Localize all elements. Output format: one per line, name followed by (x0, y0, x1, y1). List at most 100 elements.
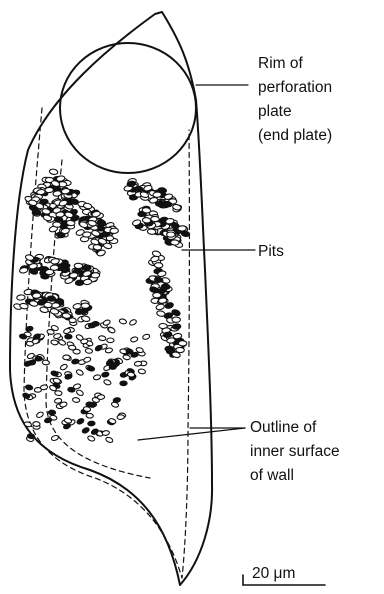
pit (45, 187, 54, 192)
pit (129, 319, 138, 327)
pit (88, 421, 96, 426)
pit (165, 218, 174, 224)
pit (98, 335, 106, 341)
pit (81, 427, 89, 434)
pit (52, 222, 61, 228)
pit (83, 279, 92, 285)
pit (58, 339, 67, 346)
pit (117, 414, 125, 419)
pit (51, 339, 59, 345)
pit (76, 389, 85, 397)
scale-bar-label: 20 μm (252, 565, 295, 582)
pit (36, 411, 45, 419)
pit (142, 217, 151, 223)
pit (76, 369, 85, 376)
pit (86, 413, 94, 418)
pit (61, 267, 70, 273)
pit (147, 229, 156, 235)
pit (68, 345, 76, 350)
pit (75, 308, 84, 314)
pit (165, 346, 173, 351)
pit (103, 379, 111, 386)
pit (63, 328, 71, 335)
pit (83, 356, 91, 363)
pit (167, 337, 176, 343)
pit (138, 369, 146, 375)
pit (154, 262, 163, 268)
pit (73, 383, 81, 390)
pits-label: Pits (258, 243, 284, 260)
pit (32, 293, 41, 298)
pit (107, 338, 114, 343)
pit (134, 186, 143, 192)
pit (142, 333, 150, 340)
pit (55, 390, 63, 396)
pit (167, 232, 175, 237)
pit (178, 226, 187, 232)
pit (134, 361, 142, 367)
pit-field-left-upper (24, 168, 118, 256)
pit (22, 392, 30, 399)
pit-field-left-middle (13, 254, 100, 323)
pit (56, 232, 65, 238)
pit (63, 355, 70, 360)
pit (47, 296, 56, 302)
pit-field-left-lower (19, 318, 150, 444)
pit (85, 348, 93, 354)
pit (153, 293, 161, 298)
pit (172, 324, 181, 330)
rim-label-line-1: Rim of (258, 55, 303, 72)
pit (87, 366, 95, 372)
pit (94, 344, 103, 352)
pit (142, 207, 151, 213)
pit (91, 273, 100, 278)
perforation-plate-rim (60, 43, 196, 173)
pit (127, 372, 135, 378)
pit (127, 181, 136, 187)
pit (42, 360, 50, 365)
pit (35, 356, 42, 361)
pit (119, 318, 127, 324)
pit (83, 265, 92, 270)
pit (65, 334, 72, 339)
pit (49, 168, 58, 175)
pit (51, 435, 59, 442)
pit (93, 374, 101, 380)
pit (33, 422, 40, 427)
pit (172, 317, 180, 322)
pit (97, 394, 105, 399)
outline-label-line-2: inner surface (250, 443, 340, 460)
pit (60, 363, 69, 371)
pit (82, 232, 91, 238)
pit (48, 410, 55, 415)
pit (110, 228, 119, 234)
pit (41, 274, 50, 279)
pit (102, 430, 110, 436)
pit-field-right (124, 178, 191, 358)
pit (93, 244, 102, 250)
pit (74, 263, 83, 269)
pit (80, 339, 88, 344)
pit (158, 297, 167, 303)
pit (130, 336, 138, 343)
pit (113, 397, 121, 403)
pit (51, 258, 60, 264)
pit (27, 433, 35, 438)
pit (25, 384, 33, 390)
pit (102, 319, 110, 326)
pit (101, 372, 109, 378)
pit (72, 397, 80, 403)
pit (69, 318, 76, 323)
pit (43, 214, 53, 222)
outline-leader-line-2 (138, 428, 245, 440)
pit (153, 192, 162, 198)
pit (178, 341, 186, 346)
rim-label-line-2: perforation (258, 79, 332, 96)
pit (26, 341, 34, 346)
pit (156, 201, 164, 206)
pit (76, 418, 85, 425)
rim-label-line-3: plate (258, 103, 292, 120)
pit (161, 284, 170, 290)
